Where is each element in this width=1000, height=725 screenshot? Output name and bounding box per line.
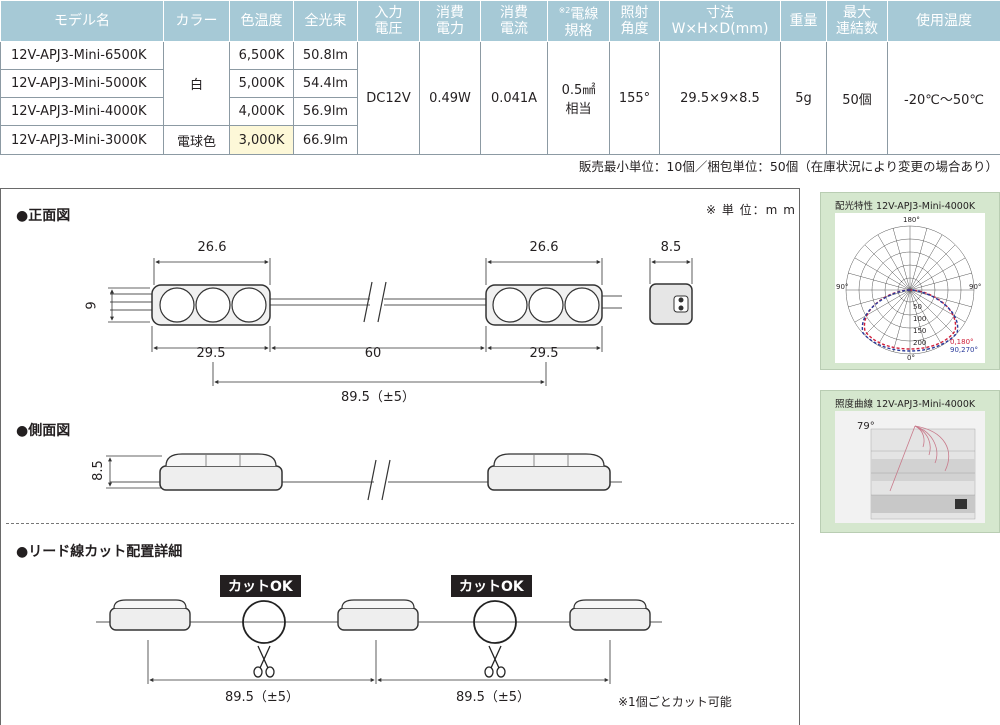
front-module-left <box>151 284 271 326</box>
cut-module <box>109 599 191 631</box>
polar-legend-2: 90,270° <box>950 346 978 354</box>
cut-module <box>337 599 419 631</box>
table-row: 12V-APJ3-Mini-3000K 電球色 3,000K 66.9lm <box>0 125 1000 155</box>
polar-label-bottom: 0° <box>907 354 915 362</box>
front-module-right <box>485 284 603 326</box>
cell-voltage: DC12V <box>357 41 420 155</box>
header-max-links: 最大連結数 <box>826 0 888 42</box>
side-view-title: ●側面図 <box>16 423 71 439</box>
table-row: 12V-APJ3-Mini-5000K 5,000K 54.4lm <box>0 69 1000 98</box>
drawing-frame <box>0 188 800 725</box>
spec-table: モデル名 カラー 色温度 全光束 入力電圧 消費電力 消費電流 ※2電線規格 照… <box>0 0 1000 155</box>
table-header-row: モデル名 カラー 色温度 全光束 入力電圧 消費電力 消費電流 ※2電線規格 照… <box>0 0 1000 42</box>
dim-total-right: 29.5 <box>529 346 559 361</box>
scissors-icon <box>484 645 506 678</box>
header-current: 消費電流 <box>480 0 548 42</box>
cut-circle <box>242 600 286 644</box>
cut-circle <box>473 600 517 644</box>
illuminance-panel: 照度曲線 12V-APJ3-Mini-4000K 79° <box>820 390 1000 533</box>
sales-unit-note: 販売最小単位：10個／梱包単位：50個（在庫状況により変更の場合あり） <box>578 159 998 174</box>
cell-power: 0.49W <box>419 41 481 155</box>
illuminance-title: 照度曲線 12V-APJ3-Mini-4000K <box>835 399 976 410</box>
cut-ok-badge: カットOK <box>220 575 301 597</box>
side-view <box>106 453 622 501</box>
dim-width-left: 26.6 <box>197 240 227 255</box>
light-distribution-title: 配光特性 12V-APJ3-Mini-4000K <box>835 201 976 212</box>
cell-current: 0.041A <box>480 41 548 155</box>
illuminance-chart-graphic <box>835 411 985 523</box>
polar-label-top: 180° <box>903 216 920 224</box>
header-model: モデル名 <box>0 0 164 42</box>
cut-ok-badge: カットOK <box>451 575 532 597</box>
dim-pitch: 89.5（±5） <box>340 390 416 405</box>
polar-label-right: 90° <box>969 283 982 291</box>
cell-max-links: 50個 <box>826 41 888 155</box>
cell-lumen: 66.9lm <box>293 125 358 155</box>
cut-pitch-1: 89.5（±5） <box>224 690 300 705</box>
front-view-title: ●正面図 <box>16 208 71 224</box>
cut-pitch-2: 89.5（±5） <box>455 690 531 705</box>
cut-view-title: ●リード線カット配置詳細 <box>16 544 183 560</box>
polar-legend-1: 0,180° <box>950 338 974 346</box>
cut-note: ※1個ごとカット可能 <box>618 695 732 709</box>
cut-module <box>569 599 651 631</box>
front-wires <box>110 293 622 311</box>
polar-radial: 200 <box>913 339 927 347</box>
polar-radial: 50 <box>913 303 922 311</box>
header-weight: 重量 <box>780 0 827 42</box>
scissors-icon <box>253 645 275 678</box>
polar-radial: 100 <box>913 315 927 323</box>
cell-weight: 5g <box>780 41 827 155</box>
cut-view <box>96 599 662 684</box>
section-divider <box>6 523 794 524</box>
break-mark <box>363 281 387 323</box>
polar-chart: 180° 90° 90° 0° 50 100 150 200 0,180° 90… <box>835 213 985 363</box>
cell-cct: 4,000K <box>229 97 294 126</box>
side-dim-height: 8.5 <box>90 460 106 481</box>
dim-depth: 8.5 <box>660 240 682 255</box>
dim-width-right: 26.6 <box>529 240 559 255</box>
illuminance-chart: 79° <box>835 411 985 523</box>
cell-cct-highlight: 3,000K <box>229 125 294 155</box>
table-row: 12V-APJ3-Mini-6500K 白 6,500K 50.8lm DC12… <box>0 41 1000 155</box>
cell-model: 12V-APJ3-Mini-6500K <box>0 41 164 70</box>
polar-chart-graphic <box>845 225 975 355</box>
polar-radial: 150 <box>913 327 927 335</box>
cell-model: 12V-APJ3-Mini-4000K <box>0 97 164 126</box>
cell-model: 12V-APJ3-Mini-5000K <box>0 69 164 98</box>
table-row: 12V-APJ3-Mini-4000K 4,000K 56.9lm <box>0 97 1000 126</box>
dim-height: 9 <box>84 301 100 310</box>
light-distribution-panel: 配光特性 12V-APJ3-Mini-4000K 180° 90° 90° 0°… <box>820 192 1000 370</box>
dim-total-left: 29.5 <box>196 346 226 361</box>
end-view-module <box>649 283 693 325</box>
header-voltage: 入力電圧 <box>357 0 420 42</box>
cell-lumen: 56.9lm <box>293 97 358 126</box>
header-angle: 照射角度 <box>609 0 660 42</box>
cell-size: 29.5×9×8.5 <box>659 41 781 155</box>
cell-lumen: 54.4lm <box>293 69 358 98</box>
cell-model: 12V-APJ3-Mini-3000K <box>0 125 164 155</box>
header-temp: 使用温度 <box>887 0 1000 42</box>
cell-color-white: 白 <box>163 41 230 126</box>
unit-note: ※ 単 位：m m <box>706 203 796 217</box>
illuminance-angle: 79° <box>857 421 875 432</box>
dim-gap: 60 <box>364 346 382 361</box>
header-wire: ※2電線規格 <box>547 0 610 42</box>
front-dimensions <box>108 258 693 386</box>
cell-temp: -20℃〜50℃ <box>887 41 1000 155</box>
polar-label-left: 90° <box>836 283 849 291</box>
cell-angle: 155° <box>609 41 660 155</box>
